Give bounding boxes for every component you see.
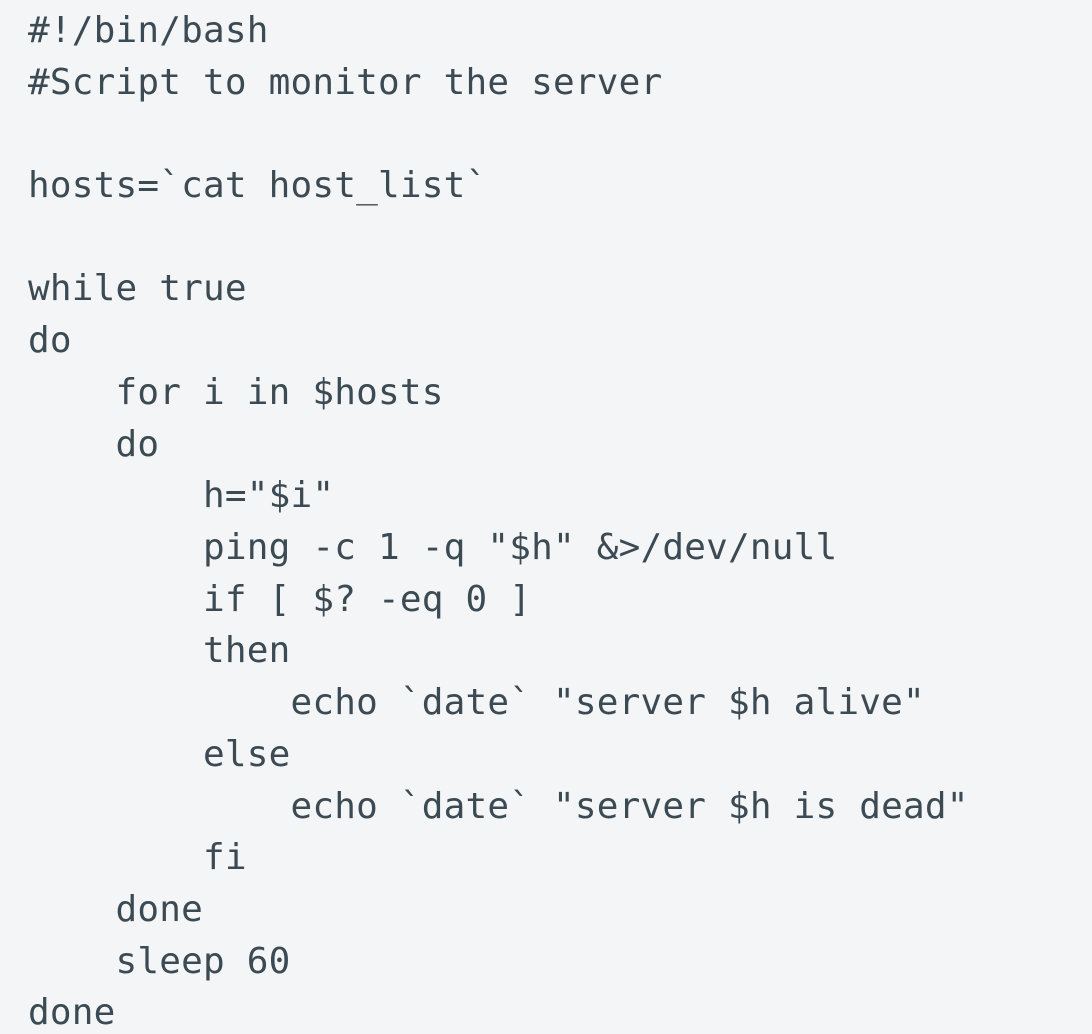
code-line: do	[28, 423, 160, 465]
code-line: hosts=`cat host_list`	[28, 165, 488, 207]
code-line-blank	[28, 212, 1082, 264]
code-line: sleep 60	[28, 940, 291, 982]
code-line: do	[28, 320, 72, 362]
code-line: done	[28, 992, 116, 1034]
code-line: ping -c 1 -q "$h" &>/dev/null	[28, 527, 838, 568]
code-line: echo `date` "server $h is dead"	[28, 785, 969, 827]
code-line: echo `date` "server $h alive"	[28, 682, 925, 724]
code-line-blank	[28, 108, 1082, 160]
code-line: while true	[28, 268, 247, 310]
code-line: done	[28, 888, 203, 930]
code-line: h="$i"	[28, 475, 335, 517]
code-line: fi	[28, 837, 247, 879]
code-line: if [ $? -eq 0 ]	[28, 578, 532, 620]
code-line-shebang: #!/bin/bash	[28, 10, 269, 51]
code-line: then	[28, 630, 291, 672]
code-line-comment: #Script to monitor the server	[28, 61, 663, 103]
code-line: for i in $hosts	[28, 371, 444, 413]
code-line: else	[28, 733, 291, 775]
